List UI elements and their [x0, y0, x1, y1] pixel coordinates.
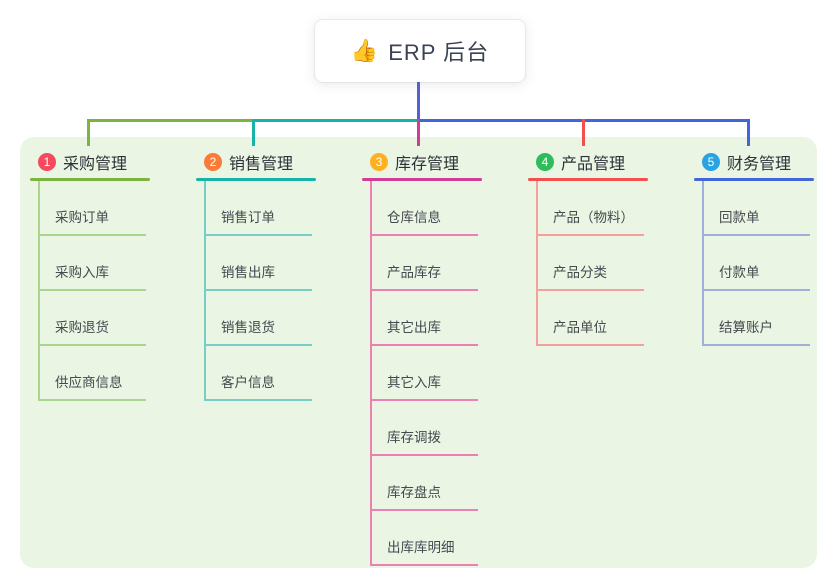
sub-item-label: 付款单: [719, 265, 760, 280]
sub-item-label: 结算账户: [719, 320, 773, 335]
branch-column-4: 4 产品管理 产品（物料） 产品分类 产品单位: [528, 151, 652, 346]
sub-item-label: 出库库明细: [387, 540, 455, 555]
branch-sub-item[interactable]: 其它入库: [372, 346, 478, 401]
connector-drop-4: [582, 119, 585, 146]
branch-column-3: 3 库存管理 仓库信息 产品库存 其它出库 其它入库 库存调拨 库存盘点 出库库…: [362, 151, 486, 566]
branch-underline: [196, 178, 316, 181]
branch-title-label: 库存管理: [395, 156, 460, 173]
branch-sub-item[interactable]: 结算账户: [704, 291, 810, 346]
branch-items-group: 产品（物料） 产品分类 产品单位: [536, 181, 652, 346]
branch-sub-item[interactable]: 销售订单: [206, 181, 312, 236]
branches-panel: 1 采购管理 采购订单 采购入库 采购退货 供应商信息 2 销售管理 销售订单 …: [20, 137, 817, 568]
branch-title-row[interactable]: 4 产品管理: [528, 151, 652, 173]
branch-title-row[interactable]: 5 财务管理: [694, 151, 818, 173]
branch-title-label: 财务管理: [727, 156, 792, 173]
sub-item-label: 销售退货: [221, 320, 275, 335]
sub-item-label: 采购入库: [55, 265, 109, 280]
sub-item-label: 产品单位: [553, 320, 607, 335]
root-connector-line: [417, 82, 420, 120]
branch-number-badge: 4: [536, 153, 554, 171]
branch-underline: [694, 178, 814, 181]
connector-bus-segment-2: [252, 119, 418, 122]
sub-item-label: 库存盘点: [387, 485, 441, 500]
connector-drop-1: [87, 119, 90, 146]
branch-sub-item[interactable]: 客户信息: [206, 346, 312, 401]
branch-sub-item[interactable]: 付款单: [704, 236, 810, 291]
branch-sub-item[interactable]: 产品单位: [538, 291, 644, 346]
branch-sub-item[interactable]: 采购订单: [40, 181, 146, 236]
branch-title-label: 采购管理: [63, 156, 128, 173]
sub-item-label: 库存调拨: [387, 430, 441, 445]
branch-title-label: 产品管理: [561, 156, 626, 173]
thumbs-up-icon: 👍: [350, 38, 379, 63]
root-node[interactable]: 👍 ERP 后台: [315, 20, 525, 82]
branch-items-group: 销售订单 销售出库 销售退货 客户信息: [204, 181, 320, 401]
sub-item-label: 采购订单: [55, 210, 109, 225]
branch-number-badge: 2: [204, 153, 222, 171]
branch-column-5: 5 财务管理 回款单 付款单 结算账户: [694, 151, 818, 346]
connector-drop-5: [747, 119, 750, 146]
branch-column-2: 2 销售管理 销售订单 销售出库 销售退货 客户信息: [196, 151, 320, 401]
branch-sub-item[interactable]: 销售退货: [206, 291, 312, 346]
branch-underline: [528, 178, 648, 181]
branch-underline: [362, 178, 482, 181]
branch-title-row[interactable]: 2 销售管理: [196, 151, 320, 173]
branch-sub-item[interactable]: 仓库信息: [372, 181, 478, 236]
branch-items-group: 仓库信息 产品库存 其它出库 其它入库 库存调拨 库存盘点 出库库明细: [370, 181, 486, 566]
branch-title-row[interactable]: 1 采购管理: [30, 151, 154, 173]
sub-item-label: 客户信息: [221, 375, 275, 390]
branch-items-group: 回款单 付款单 结算账户: [702, 181, 818, 346]
sub-item-label: 销售出库: [221, 265, 275, 280]
connector-drop-2: [252, 119, 255, 146]
branch-sub-item[interactable]: 出库库明细: [372, 511, 478, 566]
branch-sub-item[interactable]: 供应商信息: [40, 346, 146, 401]
branch-sub-item[interactable]: 产品（物料）: [538, 181, 644, 236]
connector-bus-segment-1: [87, 119, 253, 122]
sub-item-label: 回款单: [719, 210, 760, 225]
branch-number-badge: 1: [38, 153, 56, 171]
branch-items-group: 采购订单 采购入库 采购退货 供应商信息: [38, 181, 154, 401]
branch-column-1: 1 采购管理 采购订单 采购入库 采购退货 供应商信息: [30, 151, 154, 401]
branch-number-badge: 5: [702, 153, 720, 171]
branch-sub-item[interactable]: 采购入库: [40, 236, 146, 291]
sub-item-label: 产品分类: [553, 265, 607, 280]
sub-item-label: 采购退货: [55, 320, 109, 335]
sub-item-label: 其它入库: [387, 375, 441, 390]
branch-title-label: 销售管理: [229, 156, 294, 173]
branch-sub-item[interactable]: 产品分类: [538, 236, 644, 291]
root-title: ERP 后台: [388, 40, 490, 65]
branch-title-row[interactable]: 3 库存管理: [362, 151, 486, 173]
branch-sub-item[interactable]: 库存调拨: [372, 401, 478, 456]
sub-item-label: 供应商信息: [55, 375, 123, 390]
sub-item-label: 产品（物料）: [553, 210, 634, 225]
branch-number-badge: 3: [370, 153, 388, 171]
branch-sub-item[interactable]: 回款单: [704, 181, 810, 236]
branch-sub-item[interactable]: 产品库存: [372, 236, 478, 291]
branch-sub-item[interactable]: 采购退货: [40, 291, 146, 346]
branch-underline: [30, 178, 150, 181]
sub-item-label: 其它出库: [387, 320, 441, 335]
branch-sub-item[interactable]: 销售出库: [206, 236, 312, 291]
branch-sub-item[interactable]: 库存盘点: [372, 456, 478, 511]
connector-drop-3: [417, 119, 420, 146]
branch-sub-item[interactable]: 其它出库: [372, 291, 478, 346]
sub-item-label: 销售订单: [221, 210, 275, 225]
sub-item-label: 仓库信息: [387, 210, 441, 225]
sub-item-label: 产品库存: [387, 265, 441, 280]
